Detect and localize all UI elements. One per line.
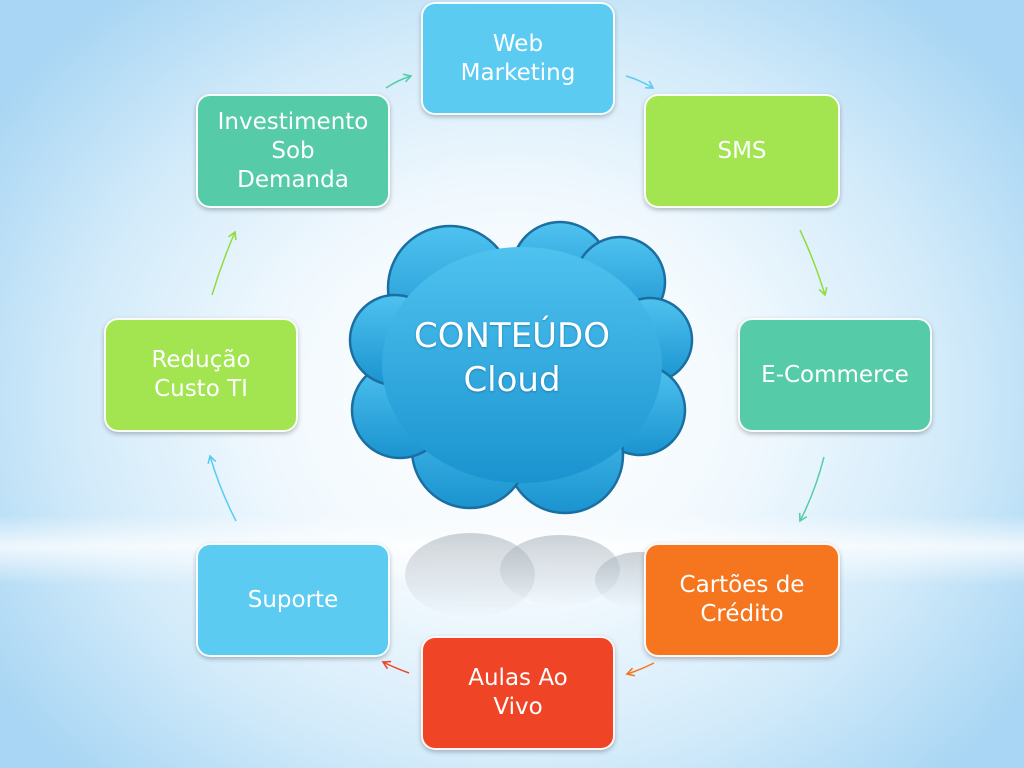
node-investimento-sob-demanda: Investimento Sob Demanda [196, 94, 390, 208]
arrow-invest-to-web [385, 73, 413, 89]
center-title: CONTEÚDO Cloud [413, 316, 610, 400]
node-label: E-Commerce [761, 361, 909, 388]
arrow-cartoes-to-aulas [625, 662, 655, 677]
arrow-reducao-to-invest [211, 230, 237, 296]
arrow-suporte-to-reducao [207, 454, 237, 522]
cloud-reflection [405, 533, 685, 617]
node-label: Redução Custo TI [151, 347, 251, 402]
node-suporte: Suporte [196, 543, 390, 657]
node-label: Web Marketing [460, 30, 576, 86]
node-cartoes-de-credito: Cartões de Crédito [644, 543, 840, 657]
node-reducao-custo-ti: Redução Custo TI [104, 318, 298, 432]
node-aulas-ao-vivo: Aulas Ao Vivo [421, 636, 615, 750]
arrow-aulas-to-suporte [381, 660, 410, 674]
node-label: Investimento Sob Demanda [217, 108, 369, 193]
arrow-ecommerce-to-cartoes [798, 456, 825, 523]
arrow-web-to-sms [625, 75, 655, 89]
node-label: SMS [717, 137, 767, 164]
node-label: Cartões de Crédito [679, 572, 805, 627]
node-web-marketing: Web Marketing [421, 2, 615, 115]
node-label: Suporte [247, 586, 339, 613]
node-sms: SMS [644, 94, 840, 208]
node-label: Aulas Ao Vivo [468, 665, 568, 720]
arrow-sms-to-ecommerce [799, 229, 828, 297]
node-e-commerce: E-Commerce [738, 318, 932, 432]
